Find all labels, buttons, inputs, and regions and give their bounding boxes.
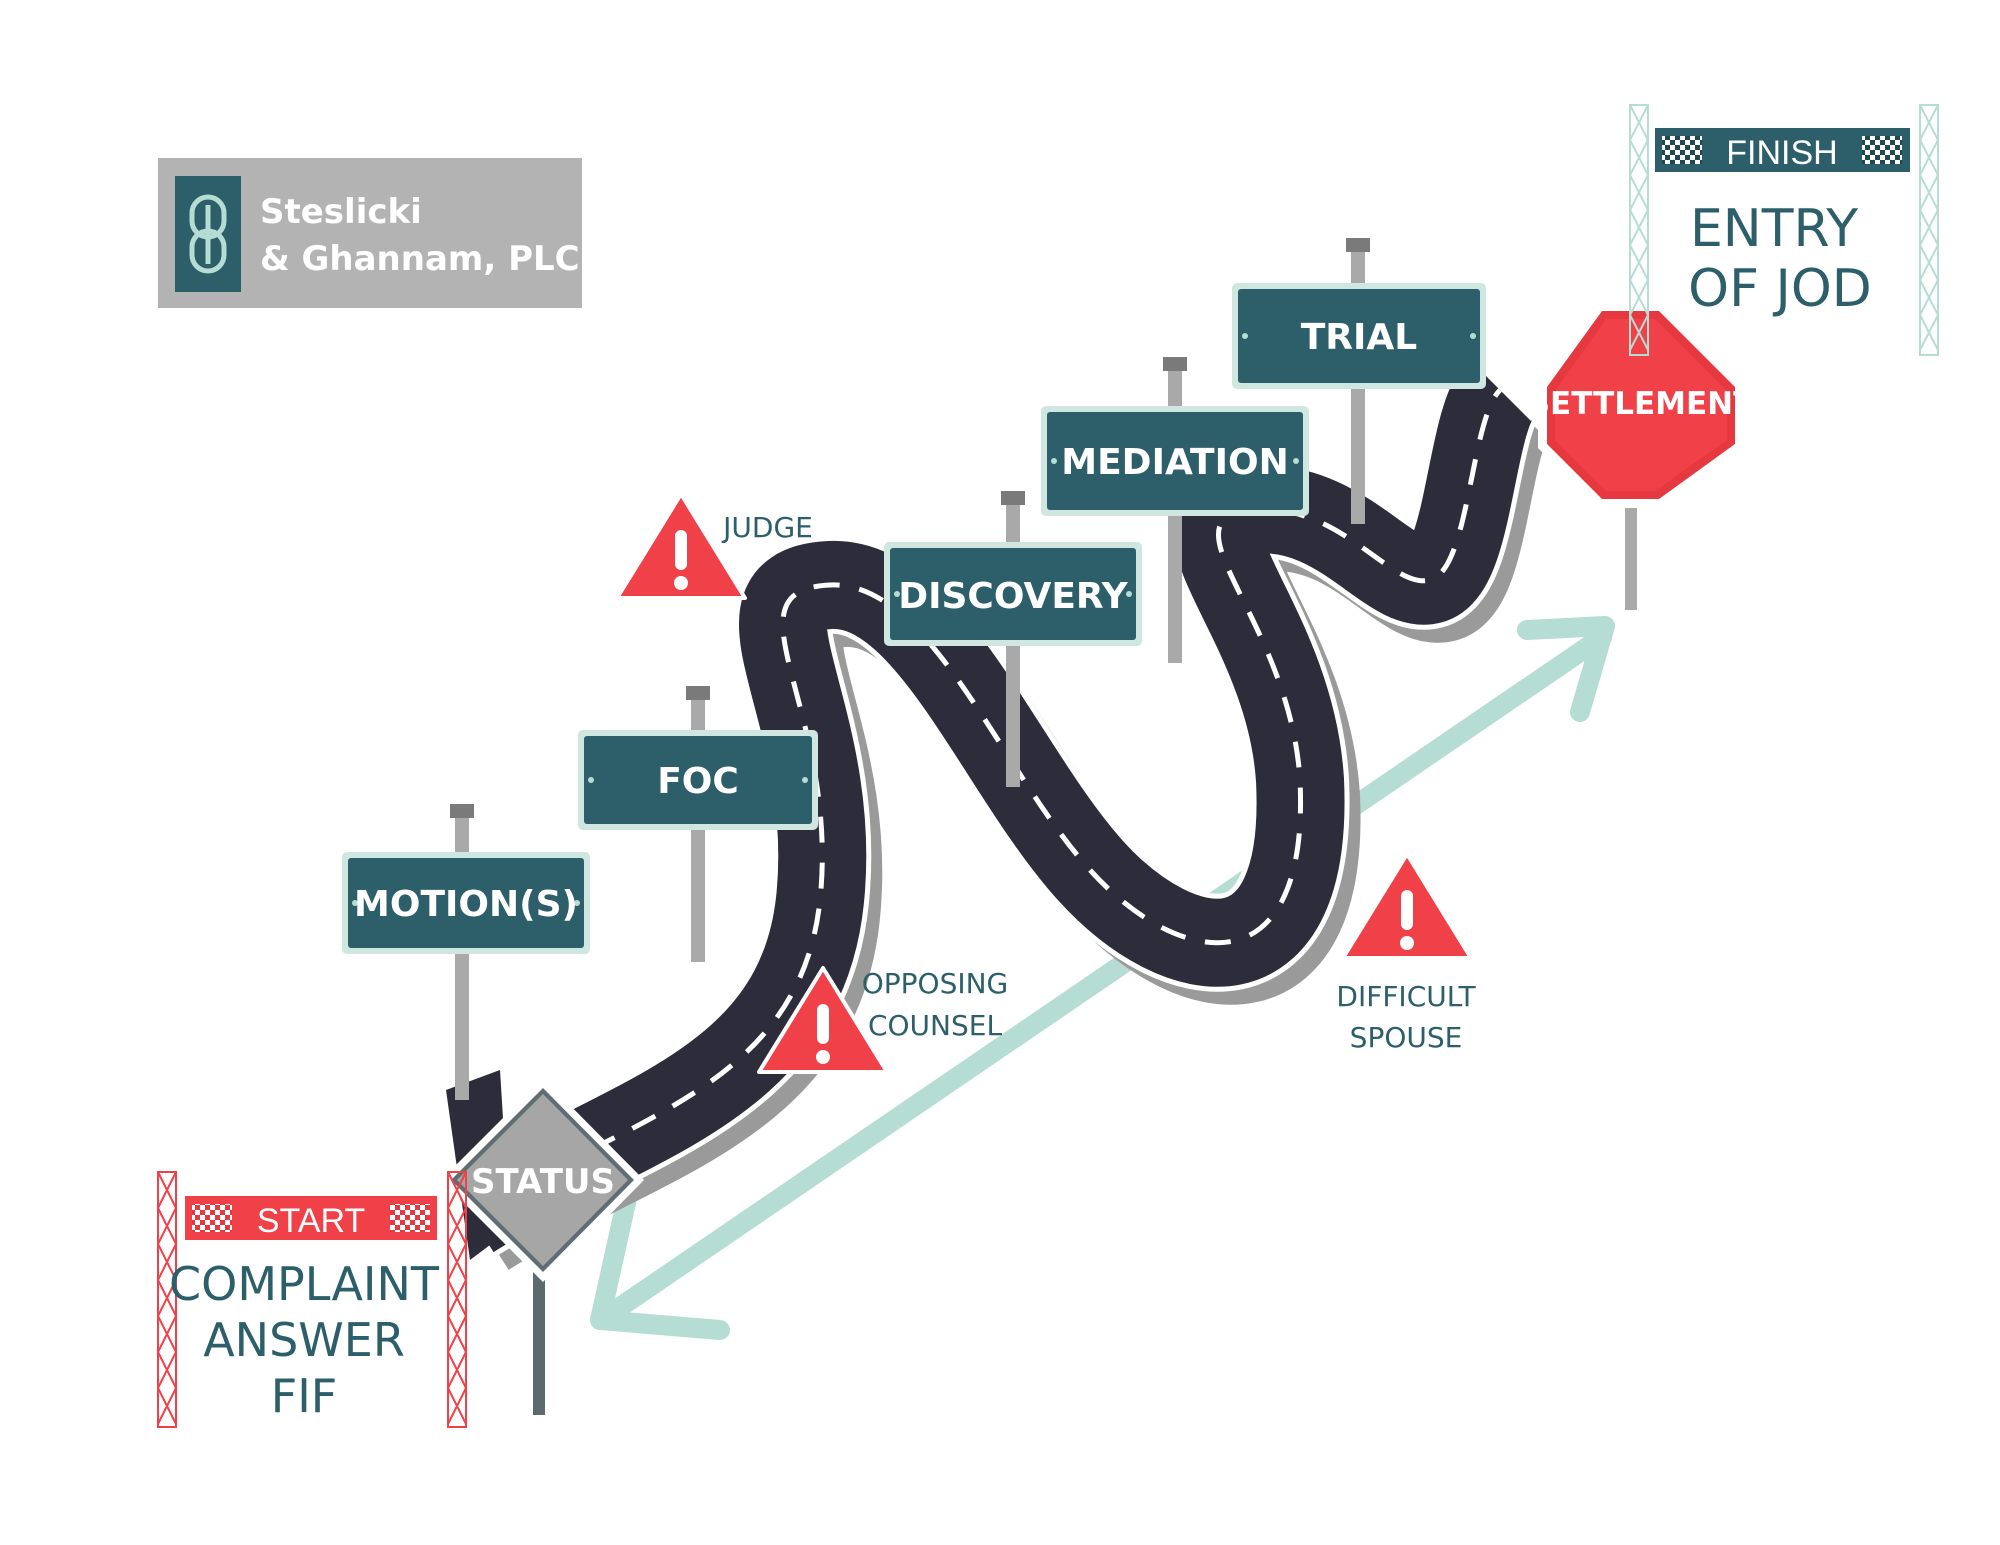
sign-status-label: STATUS [471, 1162, 615, 1202]
sign-status: STATUS [441, 1078, 644, 1282]
warning-spouse-label-1: DIFFICULT [1336, 980, 1476, 1013]
warning-opposing-label-1: OPPOSING [862, 967, 1009, 1000]
checkered-flag-icon [1662, 136, 1702, 164]
start-line-1: COMPLAINT [169, 1257, 440, 1311]
logo-line2: & Ghannam, PLC [260, 239, 580, 279]
logo-mark-icon [189, 194, 227, 274]
sign-trial: TRIAL [1232, 283, 1486, 389]
checkered-flag-icon [192, 1204, 232, 1232]
company-logo: Steslicki & Ghannam, PLC [158, 158, 582, 308]
finish-gate: FINISH ENTRY OF JOD [1628, 104, 1940, 356]
start-line-2: ANSWER [203, 1313, 405, 1367]
start-banner-label: START [257, 1202, 365, 1240]
sign-discovery: DISCOVERY [884, 542, 1142, 646]
finish-banner-label: FINISH [1726, 134, 1837, 172]
warning-judge-label: JUDGE [721, 511, 813, 544]
sign-mediation: MEDIATION [1041, 406, 1309, 516]
start-gate: START COMPLAINT ANSWER FIF [156, 1171, 468, 1428]
warning-spouse-label-2: SPOUSE [1350, 1021, 1463, 1054]
sign-motions: MOTION(S) [342, 852, 590, 954]
finish-line-1: ENTRY [1690, 199, 1858, 259]
sign-mediation-label: MEDIATION [1061, 442, 1288, 483]
progress-arrow [590, 616, 1615, 1340]
finish-line-2: OF JOD [1688, 259, 1872, 319]
sign-settlement-label: SETTLEMENT [1528, 386, 1755, 422]
sign-discovery-label: DISCOVERY [898, 576, 1128, 617]
checkered-flag-icon [1862, 136, 1902, 164]
logo-line1: Steslicki [260, 192, 422, 232]
start-line-3: FIF [271, 1369, 337, 1423]
sign-foc: FOC [578, 730, 818, 830]
sign-motions-label: MOTION(S) [354, 884, 578, 925]
checkered-flag-icon [390, 1204, 430, 1232]
warning-judge: JUDGE [615, 492, 813, 600]
warning-opposing-counsel: OPPOSING COUNSEL [757, 966, 1009, 1074]
sign-trial-label: TRIAL [1301, 317, 1417, 358]
warning-opposing-label-2: COUNSEL [868, 1009, 1002, 1042]
sign-foc-label: FOC [657, 761, 739, 802]
sign-settlement: SETTLEMENT [1528, 302, 1755, 508]
warning-difficult-spouse: DIFFICULT SPOUSE [1336, 852, 1476, 1054]
winding-road [443, 355, 1551, 1270]
